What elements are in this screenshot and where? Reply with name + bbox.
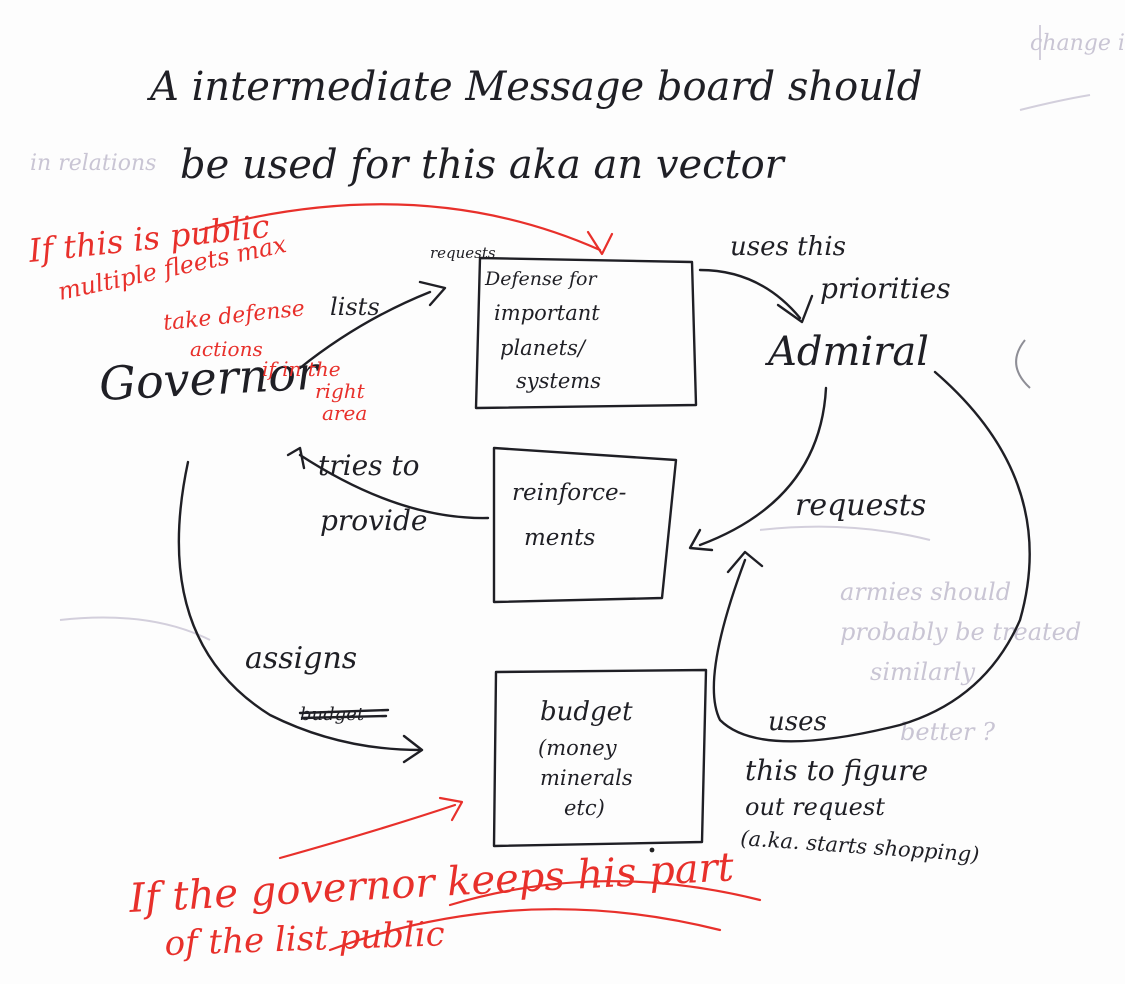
defense-line-4: systems [516, 369, 601, 393]
budget-line-3: minerals [540, 766, 633, 790]
governor-to-defense-edge: lists requests [298, 244, 496, 370]
figure-out-label: this to figure [745, 754, 928, 787]
svg-text:better ?: better ? [900, 718, 995, 746]
lists-label: lists [330, 293, 380, 321]
reinforcements-box: reinforce- ments [492, 446, 678, 604]
struck-budget-label: budget [300, 704, 365, 725]
svg-text:armies should: armies should [840, 578, 1011, 606]
right-note: right [315, 379, 366, 403]
provide-label: provide [320, 504, 427, 537]
red-governor-annotation: If the governor keeps his part of the li… [127, 796, 762, 964]
defense-line-1: Defense for [484, 268, 598, 290]
tries-to-label: tries to [318, 449, 420, 482]
out-request-label: out request [745, 793, 885, 821]
assigns-label: assigns [245, 641, 357, 676]
svg-text:in relations: in relations [30, 151, 156, 176]
requests-label: requests [795, 488, 926, 523]
heading-line-2: be used for this aka an vector [180, 142, 787, 188]
budget-line-1: budget [540, 697, 633, 727]
uses-this-label: uses this [730, 232, 846, 262]
reinforcements-line-1: reinforce- [512, 480, 626, 506]
binder-hole [1015, 339, 1031, 389]
admiral-budget-loop-edge: uses this to figure out request (a.ka. s… [712, 370, 1031, 867]
of-list-public-note: of the list public [164, 914, 445, 964]
defense-line-3: planets/ [500, 336, 587, 360]
heading-line-1: A intermediate Message board should [146, 64, 922, 110]
reinforcements-to-governor-edge: tries to provide [286, 446, 490, 537]
svg-text:probably be treated: probably be treated [840, 618, 1081, 646]
governor-assigns-budget-edge: assigns budget [177, 460, 424, 764]
aka-shopping-label: (a.ka. starts shopping) [740, 826, 980, 867]
take-defense-note: take defense [162, 296, 306, 336]
defense-box: Defense for important planets/ systems [474, 256, 698, 410]
budget-line-2: (money [538, 736, 618, 760]
ink-dot [649, 847, 655, 853]
priorities-label: priorities [820, 272, 951, 305]
area-note: area [322, 401, 367, 425]
svg-text:similarly: similarly [870, 658, 976, 686]
admiral-label: Admiral [764, 329, 929, 375]
if-in-the-note: if in the [262, 357, 341, 381]
svg-text:change in: change in [1030, 31, 1125, 56]
budget-box: budget (money minerals etc) [492, 668, 708, 848]
requests-small-label: requests [430, 244, 496, 262]
budget-line-4: etc) [564, 796, 605, 820]
governor-label: Governor [98, 345, 322, 411]
admiral-to-reinforcements-edge: requests [688, 386, 926, 552]
bleed-through-marks: change in armies should probably be trea… [30, 25, 1125, 746]
actions-note: actions [190, 337, 263, 361]
reinforcements-line-2: ments [524, 525, 595, 551]
defense-line-2: important [494, 301, 600, 325]
uses-label: uses [768, 707, 827, 737]
defense-to-admiral-edge: uses this priorities [698, 232, 951, 324]
